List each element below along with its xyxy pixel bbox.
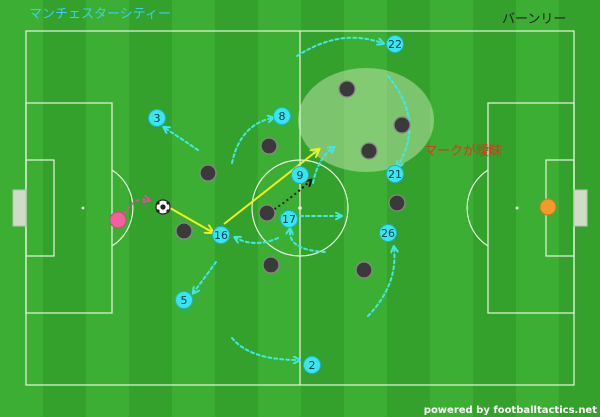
pass-arrow-2 bbox=[223, 150, 318, 225]
center-circle bbox=[251, 159, 349, 257]
player-number: 26 bbox=[381, 227, 395, 240]
home-player-21: 21 bbox=[386, 165, 404, 183]
away-player-4 bbox=[260, 137, 278, 155]
home-team-title: マンチェスターシティー bbox=[29, 7, 171, 22]
home-player-26: 26 bbox=[379, 224, 397, 242]
run-arrow-8 bbox=[231, 118, 272, 164]
home-player-9: 9 bbox=[291, 166, 309, 184]
run-arrow-22 bbox=[296, 36, 382, 57]
left-penalty-arc bbox=[111, 169, 134, 247]
annotation-label: マークが曖昧 bbox=[424, 144, 502, 159]
away-player-5 bbox=[199, 164, 217, 182]
away-player-10 bbox=[355, 261, 373, 279]
player-number: 5 bbox=[181, 294, 188, 307]
pass-arrow-1 bbox=[169, 207, 212, 232]
player-number: 9 bbox=[297, 169, 304, 182]
home-player-3: 3 bbox=[148, 109, 166, 127]
home-player-22: 22 bbox=[386, 35, 404, 53]
home-player-17: 17 bbox=[280, 210, 298, 228]
run-arrow-2 bbox=[231, 337, 298, 360]
run-arrow-3 bbox=[165, 128, 199, 151]
home-player-2: 2 bbox=[303, 356, 321, 374]
player-number: 2 bbox=[309, 359, 316, 372]
right-goal bbox=[573, 189, 588, 227]
home-players: 22 8 3 9 21 17 bbox=[148, 35, 404, 374]
away-player-3 bbox=[360, 142, 378, 160]
right-penalty-spot bbox=[515, 206, 519, 210]
center-spot bbox=[298, 206, 302, 210]
home-player-5: 5 bbox=[175, 291, 193, 309]
home-player-8: 8 bbox=[273, 107, 291, 125]
run-arrow-5 bbox=[194, 261, 217, 292]
home-player-16: 16 bbox=[212, 226, 230, 244]
player-number: 21 bbox=[388, 168, 402, 181]
away-player-7 bbox=[258, 204, 276, 222]
left-goal bbox=[12, 189, 27, 227]
run-arrows bbox=[165, 36, 411, 360]
run-arrow-26 bbox=[367, 248, 394, 317]
opponent-run-arrow bbox=[269, 181, 310, 213]
away-player-8 bbox=[175, 222, 193, 240]
run-arrow-16 bbox=[236, 238, 279, 244]
pass-arrows bbox=[169, 150, 318, 232]
run-arrow-9 bbox=[312, 148, 333, 184]
player-number: 3 bbox=[154, 112, 161, 125]
away-players bbox=[175, 80, 557, 279]
player-number: 16 bbox=[214, 229, 228, 242]
ball-icon bbox=[155, 199, 171, 215]
away-player-6 bbox=[388, 194, 406, 212]
player-number: 8 bbox=[279, 110, 286, 123]
away-player-1 bbox=[338, 80, 356, 98]
left-penalty-spot bbox=[81, 206, 85, 210]
right-penalty-arc bbox=[466, 169, 489, 247]
player-number: 17 bbox=[282, 213, 296, 226]
player-number: 22 bbox=[388, 38, 402, 51]
away-player-2 bbox=[393, 116, 411, 134]
away-player-9 bbox=[262, 256, 280, 274]
run-arrow-17-back bbox=[290, 230, 326, 253]
away-team-title: バーンリー bbox=[502, 12, 566, 27]
away-goalkeeper bbox=[539, 198, 557, 216]
home-goalkeeper bbox=[109, 211, 127, 229]
credit-text: powered by footballtactics.net bbox=[424, 405, 597, 416]
